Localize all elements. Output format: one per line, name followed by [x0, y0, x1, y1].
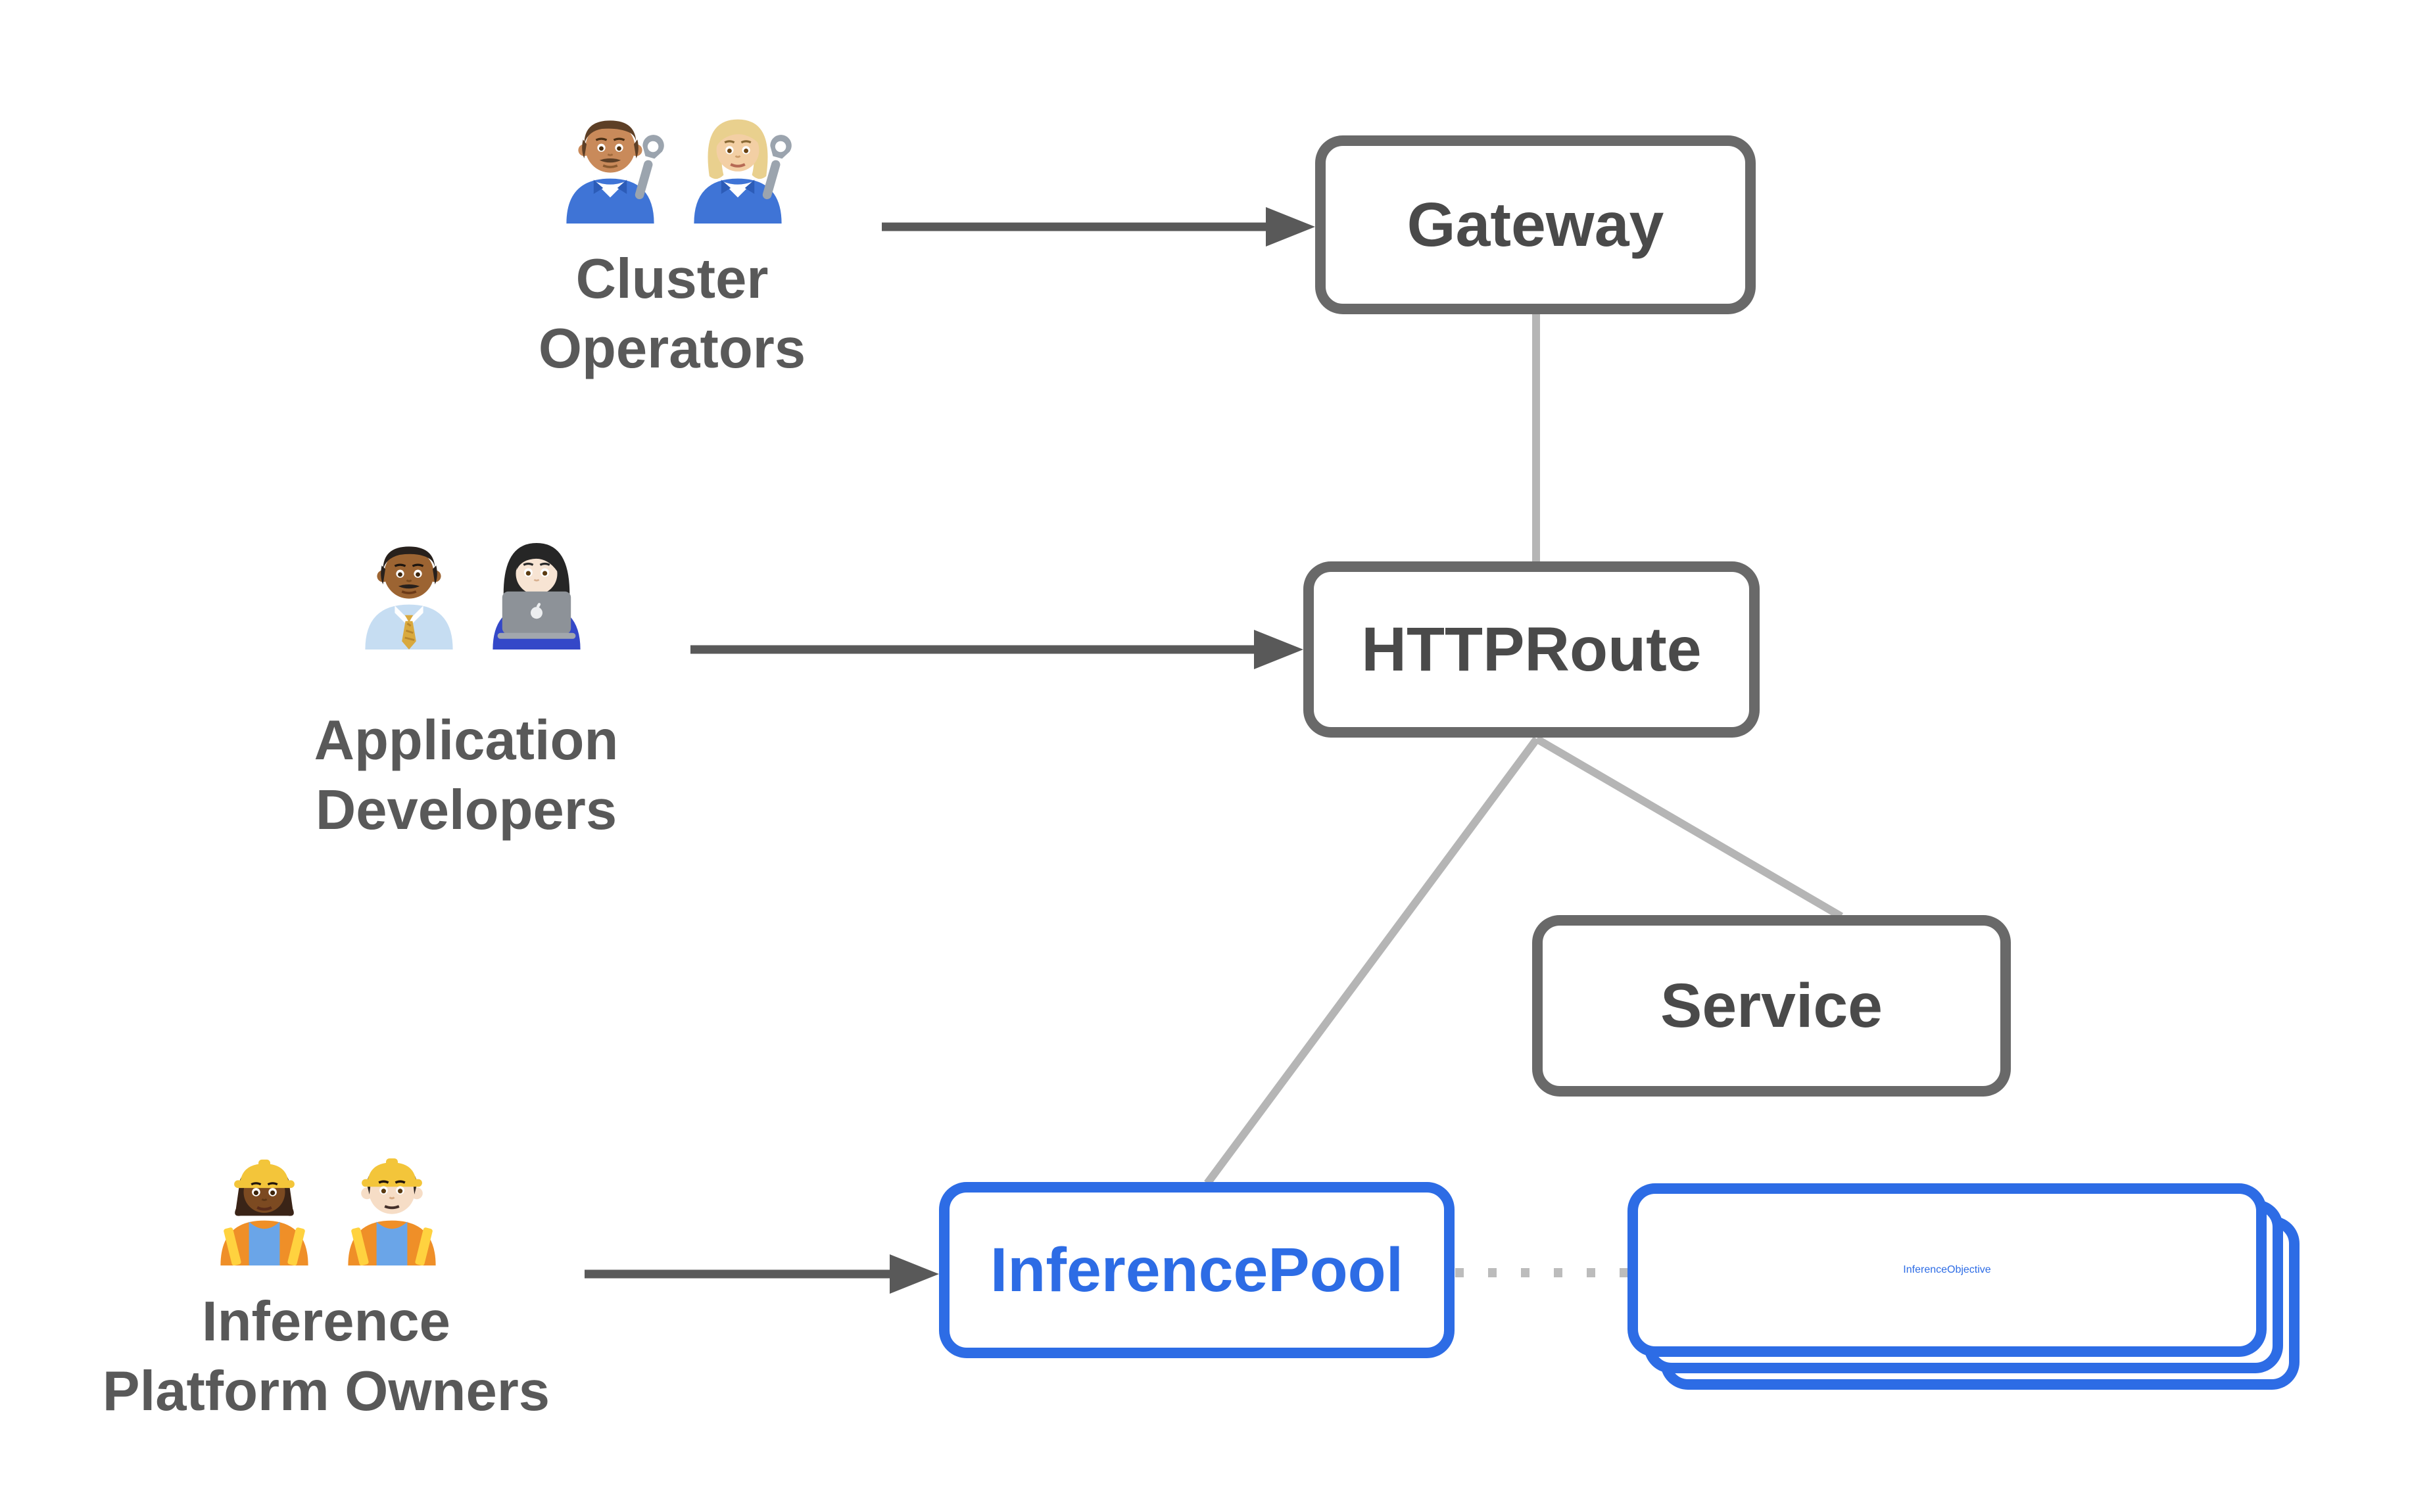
edge-appdevs-httproute [690, 630, 1303, 669]
man-mechanic-icon [566, 120, 664, 224]
node-inferenceobjective: InferenceObjective [1627, 1183, 2267, 1357]
edge-httproute-service [1534, 735, 1844, 920]
application-developers-label: Application Developers [314, 706, 619, 845]
node-httproute-label: HTTPRoute [1361, 614, 1702, 684]
man-office-worker-icon [365, 546, 453, 650]
arrowhead-icon [1266, 207, 1315, 247]
application-developers-label-line2: Developers [315, 779, 617, 841]
woman-technologist-icon [493, 543, 581, 650]
cluster-operators-label-line1: Cluster [575, 248, 769, 310]
inference-platform-owners-label-line1: Inference [202, 1290, 450, 1353]
node-service-label: Service [1660, 970, 1883, 1041]
node-httproute: HTTPRoute [1303, 561, 1760, 738]
cluster-operators-icons [551, 105, 797, 224]
edge-clusterops-gateway [882, 207, 1315, 247]
arrowhead-icon [1254, 630, 1303, 669]
edge-httproute-inferencepool [1204, 736, 1540, 1186]
inference-platform-owners-label-line2: Platform Owners [102, 1360, 550, 1423]
inference-platform-owners-icons [205, 1147, 451, 1265]
cluster-operators-label: Cluster Operators [539, 245, 806, 384]
node-gateway: Gateway [1315, 135, 1756, 314]
man-construction-worker-icon [348, 1158, 436, 1265]
node-inferenceobjective-label: InferenceObjective [1903, 1264, 1991, 1275]
edge-platformowners-inferencepool [585, 1254, 939, 1294]
application-developers-label-line1: Application [314, 709, 619, 772]
node-service: Service [1532, 915, 2011, 1097]
woman-construction-worker-icon [220, 1159, 308, 1265]
application-developers-icons [350, 531, 596, 650]
arrowhead-icon [890, 1254, 939, 1294]
woman-mechanic-icon [694, 119, 792, 224]
node-inferencepool: InferencePool [939, 1182, 1455, 1358]
node-inferencepool-label: InferencePool [990, 1235, 1404, 1305]
node-gateway-label: Gateway [1407, 189, 1664, 260]
inference-platform-owners-label: Inference Platform Owners [103, 1287, 550, 1427]
node-inferenceobjective-stack: InferenceObjective [1627, 1183, 2300, 1390]
cluster-operators-label-line2: Operators [538, 318, 806, 380]
